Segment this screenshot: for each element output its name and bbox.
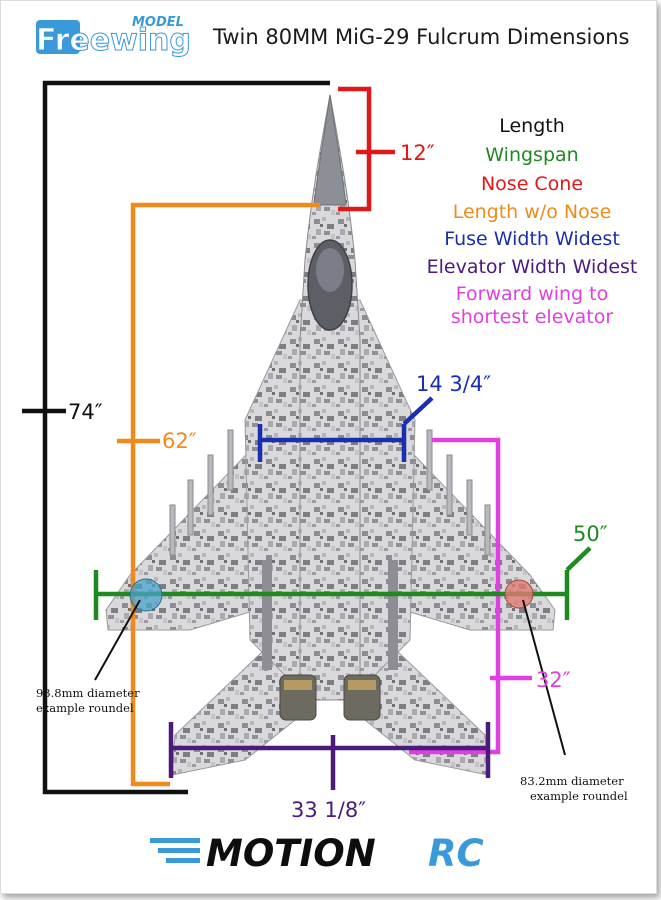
length-label: 74″ [68,400,103,424]
legend-item-fuse-width: Fuse Width Widest [444,228,620,250]
fuse-width-leader [402,396,434,426]
right-roundel-note-2: example roundel [530,789,628,803]
speed-lines-icon [150,838,200,863]
motionrc-logo-rc: RC [428,832,484,875]
freewing-logo: Freewing MODEL [36,15,192,59]
length-wo-nose-label: 62″ [162,429,197,453]
freewing-logo-model: MODEL [132,15,184,30]
elevator-width-label: 33 1/8″ [291,798,366,822]
fuse-width-label: 14 3/4″ [416,372,491,396]
legend-item-elevator-width: Elevator Width Widest [427,256,638,278]
right-roundel [504,579,534,609]
freewing-logo-text: Freewing [36,23,191,58]
length-dimension-line [42,80,330,795]
wingspan-leader [565,546,592,572]
legend-item-forward-wing-1: Forward wing to [456,283,608,305]
nose-cone-dimension-line [338,86,372,212]
motionrc-logo-motion: MOTION [206,832,376,875]
left-roundel-note-2: example roundel [36,701,134,715]
legend: Length Wingspan Nose Cone Length w/o Nos… [427,115,638,328]
left-roundel [129,578,163,612]
right-roundel-note-1: 83.2mm diameter [520,774,624,788]
legend-item-length: Length [499,115,565,137]
legend-item-wingspan: Wingspan [485,144,578,166]
forward-wing-label: 32″ [536,668,571,692]
nose-cone-label: 12″ [400,141,435,165]
length-wo-nose-dimension-line [130,202,320,787]
left-roundel-note-1: 93.8mm diameter [36,686,140,700]
left-roundel-pointer [94,599,141,681]
wingspan-label: 50″ [573,522,608,546]
legend-item-length-wo-nose: Length w/o Nose [453,201,612,223]
page-title: Twin 80MM MiG-29 Fulcrum Dimensions [212,25,629,49]
motionrc-logo: MOTION RC [150,832,484,875]
right-roundel-pointer [522,599,566,756]
legend-item-nose-cone: Nose Cone [481,173,583,195]
legend-item-forward-wing-2: shortest elevator [451,306,614,328]
